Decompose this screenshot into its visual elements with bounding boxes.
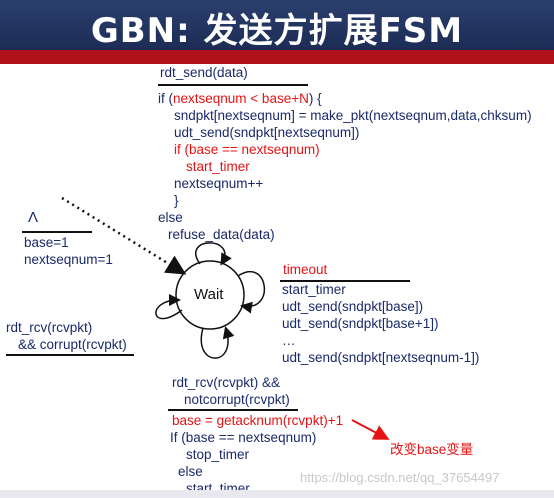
ack-event-line2: notcorrupt(rcvpkt)	[184, 392, 290, 407]
bottom-strip	[0, 490, 554, 498]
annotation-arrow	[351, 419, 390, 440]
timeout-line-start-timer: start_timer	[282, 282, 346, 297]
corrupt-self-loop	[155, 294, 183, 320]
title-bar: GBN: 发送方扩展FSM	[0, 0, 554, 51]
ack-self-loop	[200, 326, 235, 359]
ack-line-else: else	[178, 464, 203, 479]
send-line-if-base: if (base == nextseqnum)	[174, 142, 320, 157]
send-condition: nextseqnum < base+N	[173, 91, 309, 106]
send-line-make-pkt: sndpkt[nextseqnum] = make_pkt(nextseqnum…	[174, 108, 532, 123]
title-accent-bar	[0, 50, 554, 64]
timeout-line-send-base-plus-1: udt_send(sndpkt[base+1])	[282, 316, 439, 331]
send-event: rdt_send(data)	[160, 65, 248, 80]
ack-line-base-update: base = getacknum(rcvpkt)+1	[172, 413, 344, 428]
watermark: https://blog.csdn.net/qq_37654497	[300, 470, 500, 485]
send-underline	[158, 84, 308, 86]
ack-underline	[168, 409, 298, 411]
send-self-loop	[195, 242, 232, 266]
base-change-annotation: 改变base变量	[390, 442, 474, 457]
send-line-refuse: refuse_data(data)	[168, 227, 275, 242]
timeout-event: timeout	[283, 262, 328, 277]
init-event-lambda: Λ	[28, 209, 39, 226]
send-line-close-brace: }	[174, 193, 179, 208]
send-line-increment: nextseqnum++	[174, 176, 264, 191]
corrupt-underline	[6, 354, 134, 356]
timeout-line-send-last: udt_send(sndpkt[nextseqnum-1])	[282, 350, 480, 365]
slide-title: GBN: 发送方扩展FSM	[90, 11, 464, 51]
ack-line-stop-timer: stop_timer	[186, 447, 250, 462]
send-line-start-timer: start_timer	[186, 159, 250, 174]
ack-line-if: If (base == nextseqnum)	[170, 430, 317, 445]
timeout-line-ellipsis: …	[282, 333, 296, 348]
timeout-line-send-base: udt_send(sndpkt[base])	[282, 299, 424, 314]
init-action-base: base=1	[24, 235, 69, 250]
timeout-self-loop	[237, 270, 266, 314]
send-if-line: if (nextseqnum < base+N) {	[158, 91, 322, 106]
ack-event-line1: rdt_rcv(rcvpkt) &&	[172, 375, 281, 390]
send-line-else: else	[158, 210, 183, 225]
corrupt-event-line1: rdt_rcv(rcvpkt)	[6, 320, 93, 335]
timeout-underline	[280, 280, 410, 282]
send-line-udt-send: udt_send(sndpkt[nextseqnum])	[174, 125, 360, 140]
state-label-wait: Wait	[194, 286, 224, 303]
corrupt-event-line2: && corrupt(rcvpkt)	[18, 337, 127, 352]
init-underline	[22, 231, 92, 233]
init-action-nextseqnum: nextseqnum=1	[24, 252, 113, 267]
